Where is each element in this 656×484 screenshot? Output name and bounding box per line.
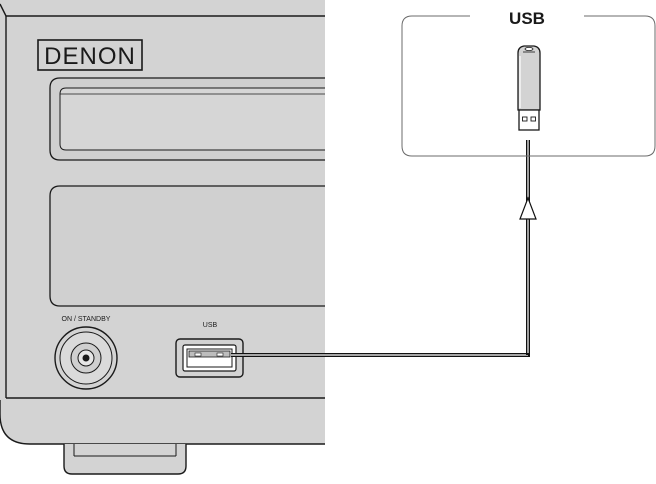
- usb-stick-icon: [517, 45, 541, 131]
- usb-box-title: USB: [509, 9, 545, 28]
- usb-box-frame: [401, 15, 656, 157]
- power-button-icon[interactable]: [54, 326, 118, 390]
- usb-device-box: USB: [401, 9, 656, 157]
- device-foot: [63, 444, 187, 475]
- usb-cable: [231, 140, 537, 357]
- usb-port-label: USB: [203, 322, 218, 329]
- lower-panel: [49, 185, 325, 307]
- brand-logo-frame: [37, 39, 143, 71]
- power-button-label: ON / STANDBY: [62, 316, 111, 323]
- device-bottom-outline: [0, 400, 325, 445]
- device-front-panel: DENON ON / STANDBY USB: [0, 0, 325, 475]
- brand-logo: DENON: [44, 43, 136, 70]
- usb-port-icon[interactable]: [175, 338, 244, 378]
- display-panel-inner: [59, 87, 325, 151]
- arrow-up-icon: [519, 196, 537, 220]
